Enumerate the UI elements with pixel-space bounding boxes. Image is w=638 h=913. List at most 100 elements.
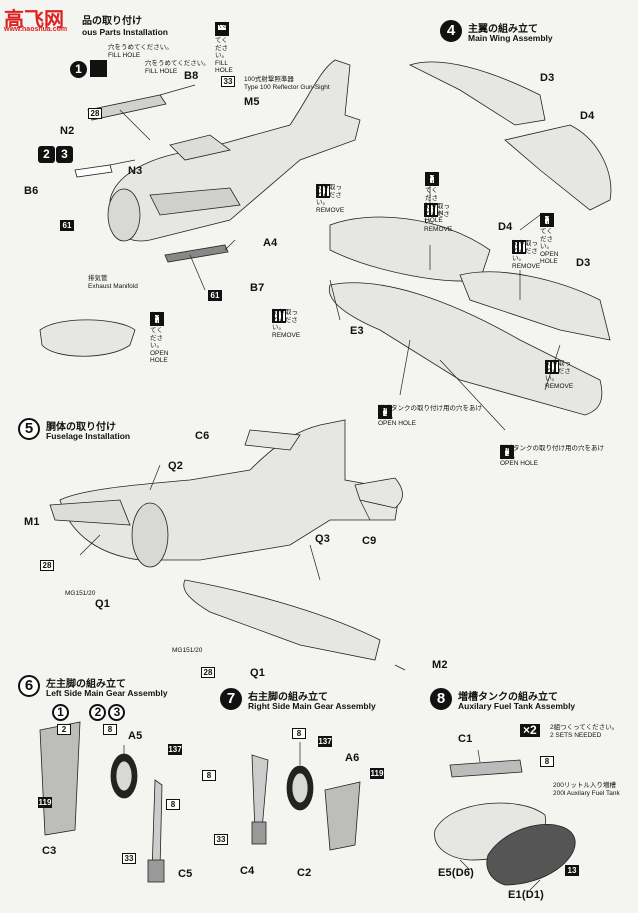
lower-wing-illustration: [329, 216, 491, 282]
step4-title-jp: 主翼の組み立て: [468, 24, 538, 35]
part-number-61-left: 61: [60, 220, 74, 231]
tank-full-illustration: [486, 823, 576, 886]
step4-tank-hole-note-left: 増槽タンクの取り付け用の穴をあけます。OPEN HOLE: [378, 405, 482, 427]
watermark-logo: 高飞网: [4, 3, 64, 32]
step7-title-jp: 右主脚の組み立て: [248, 692, 328, 703]
cut-icon: [316, 184, 330, 198]
step7-number: 7: [220, 688, 242, 710]
part-q3: Q3: [315, 533, 331, 545]
part-number-8-step6-b: 8: [166, 799, 180, 810]
part-number-28-step5-a: 28: [40, 560, 54, 571]
step4-number: 4: [440, 20, 462, 42]
part-number-119-step7: 119: [370, 768, 384, 779]
step-ref-2: 2: [89, 704, 107, 721]
part-e3: E3: [350, 325, 364, 337]
part-m2: M2: [432, 659, 448, 671]
part-a6: A6: [345, 752, 360, 764]
part-number-119-step6: 119: [38, 797, 52, 808]
upper-wing-right-illustration: [504, 124, 612, 211]
part-number-28-step5-b: 28: [201, 667, 215, 678]
part-number-33-step7: 33: [214, 834, 228, 845]
part-number-33-step6: 33: [122, 853, 136, 864]
part-n2: N2: [60, 125, 75, 137]
part-n3: N3: [128, 165, 143, 177]
part-m1: M1: [24, 516, 40, 528]
part-m5: M5: [244, 96, 260, 108]
step-ref-3: 3: [108, 704, 126, 721]
step3-fill-hole-note-mid: 穴をうめてください。FILL HOLE: [145, 60, 210, 75]
step4-remove-note-5: 切り取ってください。REMOVE: [545, 360, 574, 390]
part-number-2: 2: [57, 724, 71, 735]
step4-open-hole-note-2: 穴をあけてください。OPEN HOLE: [540, 213, 559, 265]
part-b7: B7: [250, 282, 265, 294]
step8-number: 8: [430, 688, 452, 710]
sets-needed-note: 2組つくってください。2 SETS NEEDED: [550, 724, 619, 739]
step8-title-en: Auxilary Fuel Tank Assembly: [458, 701, 576, 711]
right-gear-door-illustration: [324, 781, 361, 851]
step5-title-en: Fuselage Installation: [46, 431, 131, 441]
part-number-28-step3: 28: [88, 108, 102, 119]
step5-number: 5: [18, 418, 40, 440]
part-number-8-step7-a: 8: [292, 728, 306, 739]
exhaust-illustration: [164, 244, 229, 263]
left-gear-door-illustration: [39, 721, 81, 836]
part-d3-top: D3: [540, 72, 555, 84]
part-d3-mid: D3: [576, 257, 591, 269]
step4-remove-note-4: 切り取ってください。REMOVE: [272, 309, 301, 339]
times-two-badge: ×2: [520, 724, 540, 737]
part-e1-d1: E1(D1): [508, 889, 545, 901]
step-ref-1: 1: [70, 61, 87, 78]
part-q2: Q2: [168, 460, 184, 472]
step6-title-en: Left Side Main Gear Assembly: [46, 688, 168, 698]
upper-wing-left-illustration: [408, 61, 546, 126]
cut-icon: [424, 203, 438, 217]
step3-badge-icon: [90, 60, 107, 77]
step3-step-badges: 1: [70, 60, 89, 78]
drill-icon: [500, 445, 514, 459]
canopy-part-illustration: [39, 319, 136, 357]
part-number-61-right: 61: [208, 290, 222, 301]
step4-remove-note-1: 切り取ってください。REMOVE: [316, 184, 345, 214]
step7-title-en: Right Side Main Gear Assembly: [248, 701, 376, 711]
cut-icon: [512, 240, 526, 254]
part-c5: C5: [178, 868, 193, 880]
part-number-8-step7-b: 8: [202, 770, 216, 781]
step3-title-jp: 品の取り付け: [82, 16, 142, 27]
part-c3: C3: [42, 845, 57, 857]
part-q1-bottom: Q1: [250, 667, 266, 679]
aircraft-body-illustration: [59, 419, 401, 561]
main-wing-illustration: [328, 282, 603, 416]
drill-icon: [540, 213, 554, 227]
step4-title-en: Main Wing Assembly: [468, 33, 553, 43]
drill-icon: [150, 312, 164, 326]
part-number-137-step6: 137: [168, 744, 182, 755]
step6-number: 6: [18, 675, 40, 697]
cut-icon: [272, 309, 286, 323]
cut-icon: [545, 360, 559, 374]
watermark-domain: www.haoshua.com: [4, 26, 68, 33]
part-c9: C9: [362, 535, 377, 547]
step-ref-1: 1: [52, 704, 69, 721]
step3-fill-hole-note-left: 穴をうめてください。FILL HOLE: [108, 44, 173, 59]
watermark-brand: 高飞网: [4, 9, 64, 31]
step5-title-jp: 胴体の取り付け: [46, 422, 116, 433]
step4-remove-note-3: 切り取ってください。REMOVE: [512, 240, 541, 270]
mg151-label-2: MG151/20: [172, 647, 203, 654]
step6-title-jp: 左主脚の組み立て: [46, 679, 126, 690]
part-c4: C4: [240, 865, 255, 877]
part-c2: C2: [297, 867, 312, 879]
drill-icon: [425, 172, 439, 186]
part-d4-mid: D4: [498, 221, 513, 233]
part-number-33: 33: [221, 76, 235, 87]
part-b6: B6: [24, 185, 39, 197]
step3-open-hole-note: 穴をあけてください。OPEN HOLE: [150, 312, 169, 364]
part-number-8-step8: 8: [540, 756, 554, 767]
part-number-137-step7: 137: [318, 736, 332, 747]
part-c6: C6: [195, 430, 210, 442]
part-b8: B8: [184, 70, 199, 82]
part-q1-top: Q1: [95, 598, 111, 610]
drill-icon: [378, 405, 392, 419]
